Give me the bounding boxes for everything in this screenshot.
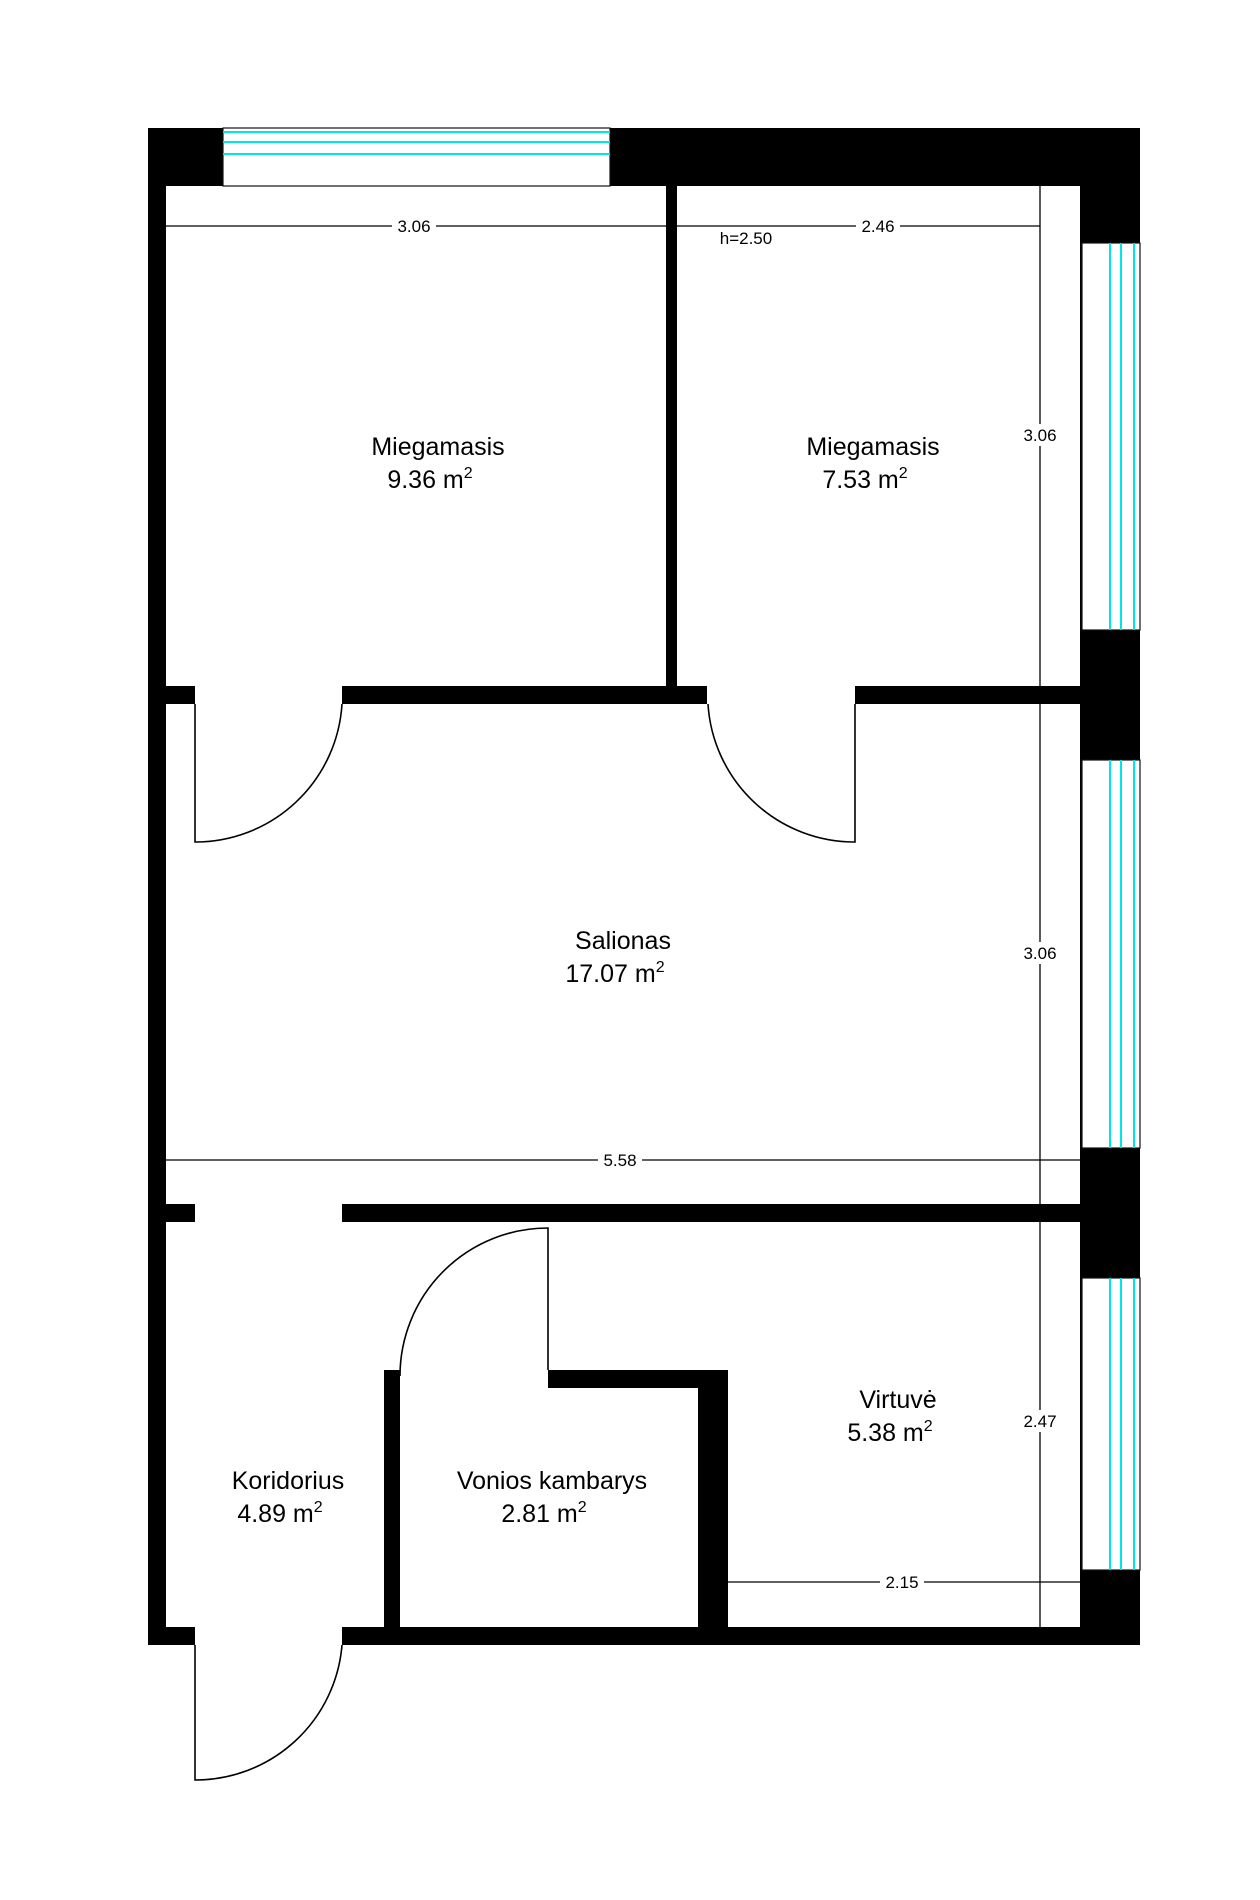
- window-right-2: [1081, 759, 1141, 1149]
- door-bedroom2: [707, 703, 856, 843]
- dim-bedroom1-width: 3.06: [397, 217, 430, 236]
- room-kitchen: Virtuvė 5.38 m2: [847, 1386, 936, 1447]
- room-name: Koridorius: [232, 1467, 345, 1495]
- room-area: 7.53 m2: [822, 465, 907, 494]
- room-name: Miegamasis: [806, 433, 939, 461]
- room-name: Virtuvė: [859, 1386, 936, 1414]
- room-area: 17.07 m2: [565, 959, 664, 988]
- room-name: Vonios kambarys: [457, 1467, 647, 1495]
- room-bathroom: Vonios kambarys 2.81 m2: [457, 1467, 647, 1528]
- dim-living-width: 5.58: [603, 1151, 636, 1170]
- window-top: [222, 127, 611, 187]
- dim-bedroom2-width: 2.46: [861, 217, 894, 236]
- windows: [222, 127, 1141, 1571]
- dimension-lines: [166, 186, 1080, 1627]
- wall-living-bottom-2: [342, 1204, 1140, 1222]
- dim-bedroom2-height: 3.06: [1023, 426, 1056, 445]
- room-area: 5.38 m2: [847, 1418, 932, 1447]
- dim-kitchen-height: 2.47: [1023, 1412, 1056, 1431]
- wall-living-top-3: [855, 686, 1140, 704]
- door-entrance: [194, 1644, 343, 1781]
- room-bedroom2: Miegamasis 7.53 m2: [806, 433, 939, 494]
- door-bedroom1: [194, 703, 343, 843]
- room-corridor: Koridorius 4.89 m2: [232, 1467, 345, 1528]
- wall-top-right: [610, 128, 1140, 186]
- wall-bathroom-top: [548, 1370, 728, 1388]
- wall-bathroom-right: [698, 1370, 728, 1645]
- doors: [194, 703, 856, 1781]
- window-right-1: [1081, 242, 1141, 631]
- wall-bottom-left: [148, 1627, 195, 1645]
- ceiling-height-label: h=2.50: [720, 229, 772, 248]
- wall-living-top-1: [148, 686, 195, 704]
- walls: [148, 128, 1140, 1645]
- wall-living-bottom-1: [148, 1204, 195, 1222]
- wall-bathroom-left: [384, 1370, 400, 1645]
- dim-kitchen-width: 2.15: [885, 1573, 918, 1592]
- door-bathroom: [399, 1227, 549, 1377]
- room-area: 4.89 m2: [237, 1499, 322, 1528]
- room-name: Miegamasis: [371, 433, 504, 461]
- dim-living-height: 3.06: [1023, 944, 1056, 963]
- room-labels: Miegamasis 9.36 m2 Miegamasis 7.53 m2 Sa…: [232, 433, 940, 1528]
- room-bedroom1: Miegamasis 9.36 m2: [371, 433, 504, 494]
- wall-bedrooms-divider: [666, 186, 677, 686]
- wall-bottom-right: [342, 1627, 1140, 1645]
- dimension-labels: 3.06 2.46 h=2.50 3.06 3.06 5.58 2.47 2.1…: [392, 214, 1062, 1592]
- room-area: 2.81 m2: [501, 1499, 586, 1528]
- room-area: 9.36 m2: [387, 465, 472, 494]
- room-living: Salionas 17.07 m2: [565, 927, 671, 988]
- window-right-3: [1081, 1277, 1141, 1571]
- wall-left: [148, 128, 166, 1645]
- wall-living-top-2: [342, 686, 707, 704]
- room-name: Salionas: [575, 927, 671, 955]
- wall-right-1: [1082, 128, 1140, 243]
